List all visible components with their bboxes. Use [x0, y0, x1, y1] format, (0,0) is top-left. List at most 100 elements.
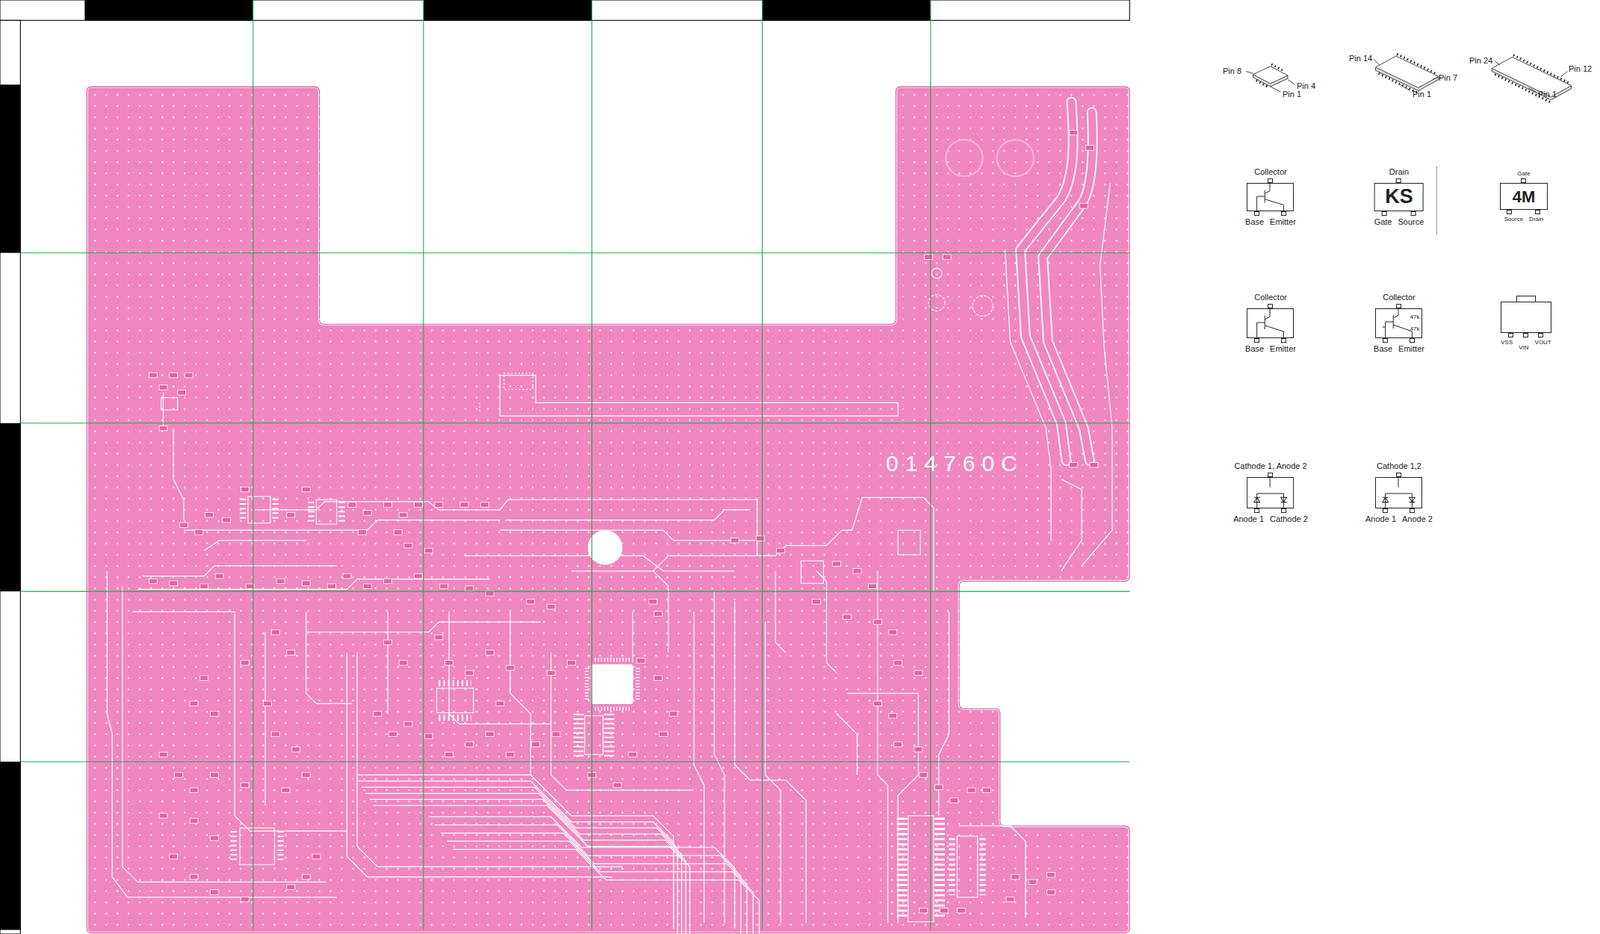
use-shape — [485, 650, 494, 656]
use-shape — [189, 701, 198, 707]
use-shape — [526, 599, 535, 605]
use-shape — [428, 817, 736, 930]
use-shape — [189, 788, 198, 794]
pin-stub — [1409, 338, 1415, 343]
bar-trace — [479, 373, 898, 417]
path-shape — [132, 611, 236, 613]
use-shape — [179, 522, 188, 529]
grid-lines — [20, 0, 1130, 931]
path-shape — [1005, 250, 1051, 541]
pin-stub — [1520, 178, 1527, 184]
use-shape — [445, 752, 454, 758]
symbol-inner — [1376, 478, 1423, 508]
path-shape — [1081, 183, 1113, 567]
use-shape — [312, 854, 321, 860]
path-shape — [428, 499, 750, 511]
pin-stub — [1254, 338, 1260, 343]
use-shape — [159, 813, 168, 819]
symbol-box: KS — [1374, 183, 1424, 212]
pin-name: Cathode 1,2 — [1376, 461, 1422, 472]
use-shape — [357, 775, 674, 924]
line-shape — [1494, 61, 1500, 65]
use-shape — [853, 569, 862, 575]
rect-shape — [84, 0, 253, 21]
use-shape — [200, 584, 209, 590]
use-shape — [189, 818, 198, 824]
use-shape — [914, 670, 923, 677]
use-shape — [460, 502, 469, 508]
use-shape — [914, 747, 923, 753]
line-shape — [1396, 53, 1436, 74]
path-shape — [1042, 112, 1093, 461]
use-shape — [240, 897, 249, 903]
marking-text: KS — [1384, 185, 1414, 209]
pin-callout: Pin 8 — [1222, 66, 1242, 77]
use-shape — [1089, 462, 1099, 468]
use-shape — [424, 734, 433, 740]
symbol-box — [1246, 308, 1294, 339]
package-symbol: Cathode 1,2Anode 1Anode 2 — [1365, 461, 1433, 524]
use-shape — [189, 874, 198, 880]
use-shape — [453, 850, 760, 934]
pin-label-row: Cathode 1, Anode 2 — [1233, 461, 1307, 472]
line-shape — [308, 501, 315, 523]
path-shape — [346, 652, 612, 877]
path-shape — [631, 611, 633, 663]
use-shape — [983, 788, 992, 794]
package-tab — [1516, 295, 1536, 302]
marking-text: 47k — [1410, 313, 1420, 321]
use-shape — [393, 530, 402, 536]
path-shape — [571, 571, 669, 653]
pin-label-row: Gate — [1517, 170, 1530, 178]
line-shape — [1528, 87, 1536, 92]
pin-label-row: GateSource — [1374, 217, 1425, 228]
use-shape — [148, 372, 157, 378]
pin-stub — [1409, 508, 1415, 514]
pin-callout: Pin 1 — [1412, 89, 1432, 100]
use-shape — [628, 752, 638, 758]
use-shape — [485, 732, 494, 738]
line-shape — [20, 252, 1130, 254]
use-shape — [286, 650, 296, 656]
use-shape — [888, 713, 898, 719]
path-shape — [448, 611, 552, 724]
path-shape — [1042, 112, 1093, 461]
pcb-board — [81, 81, 1138, 934]
rect-shape — [591, 664, 633, 704]
pin-name: Source — [1504, 215, 1524, 223]
line-shape — [1561, 71, 1568, 77]
path-shape — [510, 611, 531, 776]
line-shape — [20, 761, 1130, 763]
use-shape — [363, 510, 372, 517]
use-shape — [357, 530, 367, 536]
line-shape — [1270, 86, 1282, 92]
line-shape — [239, 498, 246, 522]
path-shape — [1375, 56, 1439, 88]
rect-shape — [761, 0, 930, 21]
pin-label-row: Collector — [1382, 292, 1415, 303]
pin-callout: Pin 4 — [1296, 81, 1316, 92]
package-symbol: Collector47k47kBaseEmitter — [1373, 292, 1425, 354]
rect-shape — [436, 688, 474, 714]
path-shape — [765, 622, 781, 924]
rect-shape — [908, 816, 934, 923]
marking-text: 47k — [1410, 325, 1420, 333]
line-shape — [948, 838, 955, 896]
pin-name: Source — [1398, 217, 1425, 228]
line-shape — [584, 668, 589, 703]
line-shape — [635, 668, 640, 703]
use-shape — [552, 732, 561, 738]
pin-stub — [1410, 211, 1416, 216]
use-shape — [730, 538, 739, 544]
line-shape — [20, 591, 1130, 593]
line-shape — [1271, 64, 1285, 72]
pin-name: Collector — [1254, 167, 1287, 178]
rect-shape — [0, 84, 21, 253]
pin-stub — [1396, 472, 1402, 478]
use-shape — [383, 640, 393, 646]
symbol-inner — [1247, 183, 1293, 211]
symbol-art — [1375, 309, 1422, 338]
use-shape — [934, 785, 943, 791]
use-shape — [1047, 890, 1056, 896]
use-shape — [424, 548, 433, 554]
